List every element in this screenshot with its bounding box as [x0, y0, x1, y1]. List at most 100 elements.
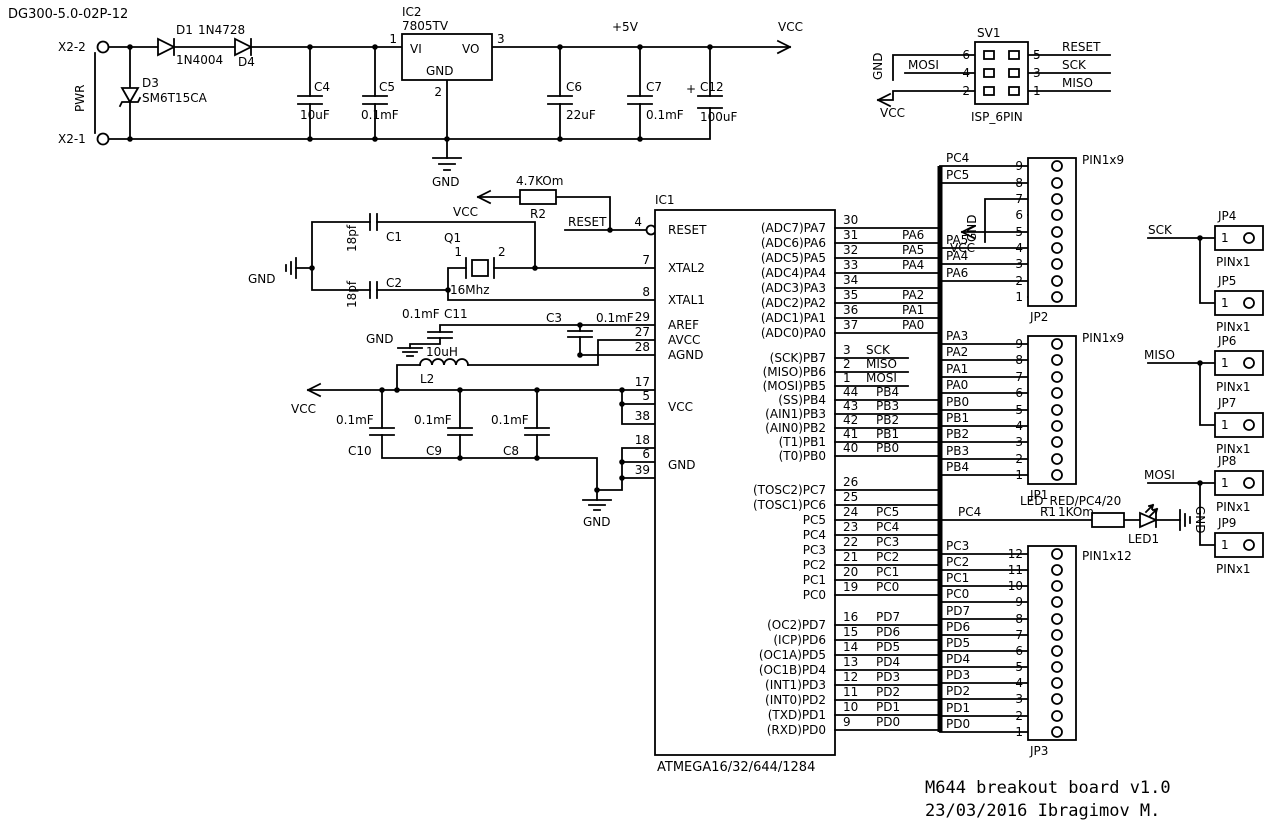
svg-text:2: 2 — [843, 357, 851, 371]
svg-text:26: 26 — [843, 475, 858, 489]
sv1-pads — [983, 50, 1020, 96]
svg-text:MOSI: MOSI — [866, 371, 897, 385]
pin-num-isp-6: 6 — [962, 48, 970, 62]
power-wires — [94, 38, 791, 159]
svg-text:PA4: PA4 — [902, 258, 924, 272]
svg-text:(AIN0)PB2: (AIN0)PB2 — [765, 421, 826, 435]
net-label-jp2-pc5: PC5 — [946, 168, 969, 182]
label-gnd-mcu: GND — [583, 515, 611, 529]
net-label-jp3-pd7: PD7 — [946, 604, 970, 618]
svg-text:40: 40 — [843, 441, 858, 455]
pin-num-29: 29 — [635, 310, 650, 324]
svg-text:(OC1B)PD4: (OC1B)PD4 — [759, 663, 826, 677]
jp3-pin-2: 2 — [1015, 709, 1023, 723]
svg-text:(ADC1)PA1: (ADC1)PA1 — [761, 311, 826, 325]
pin-num-ic2-out: 3 — [497, 32, 505, 46]
label-c4-value: 10uF — [300, 108, 330, 122]
pin-name-gnd: GND — [668, 458, 696, 472]
pin-num-17: 17 — [635, 375, 650, 389]
label-q1-freq: 16Mhz — [450, 283, 490, 297]
jp3-pin-3: 3 — [1015, 692, 1023, 706]
svg-text:(ADC0)PA0: (ADC0)PA0 — [761, 326, 826, 340]
jp2-connector: 9 8 7 6 5 4 3 2 1 PC4 PC5 GND VCC PA5 PA… — [939, 151, 1124, 324]
svg-text:(OC1A)PD5: (OC1A)PD5 — [759, 648, 826, 662]
label-ic2-value: 7805TV — [402, 19, 449, 33]
label-jp3: JP3 — [1029, 744, 1048, 758]
label-gnd-c11: GND — [366, 332, 394, 346]
label-c12-value: 100uF — [700, 110, 738, 124]
jp8-pin-1: 1 — [1221, 476, 1229, 490]
pin-num-39: 39 — [635, 463, 650, 477]
label-c7: C7 — [646, 80, 662, 94]
svg-text:(SS)PB4: (SS)PB4 — [778, 393, 826, 407]
svg-text:PC1: PC1 — [803, 573, 826, 587]
svg-text:10: 10 — [843, 700, 858, 714]
pin-name-xtal2: XTAL2 — [668, 261, 705, 275]
mcu-right-wires — [834, 227, 941, 731]
svg-text:PA5: PA5 — [902, 243, 924, 257]
svg-text:PD4: PD4 — [876, 655, 900, 669]
svg-text:PD3: PD3 — [876, 670, 900, 684]
tvs-d3-bar — [118, 96, 142, 108]
net-label-isp-reset: RESET — [1062, 40, 1101, 54]
jp2-pin-4: 4 — [1015, 241, 1023, 255]
pin-num-isp-2: 2 — [962, 84, 970, 98]
analog-wires — [396, 324, 656, 391]
svg-text:(T0)PB0: (T0)PB0 — [779, 449, 826, 463]
label-jp6: JP6 — [1217, 334, 1236, 348]
svg-text:20: 20 — [843, 565, 858, 579]
label-jp6-type: PINx1 — [1216, 380, 1251, 394]
label-led-note: LED_RED/PC4/20 — [1020, 494, 1121, 508]
ic2-body — [401, 33, 493, 81]
pin-num-q1-2: 2 — [498, 245, 506, 259]
label-l2: L2 — [420, 372, 434, 386]
net-label-jp3-pc1: PC1 — [946, 571, 969, 585]
net-label-jp1-pa3: PA3 — [946, 329, 968, 343]
label-r2: R2 — [530, 207, 546, 221]
svg-text:42: 42 — [843, 413, 858, 427]
pin-num-ic2-gnd: 2 — [434, 85, 442, 99]
svg-text:PC0: PC0 — [803, 588, 826, 602]
net-label-jp1-pb2: PB2 — [946, 427, 969, 441]
label-c2-value: 18pf — [345, 280, 359, 308]
led1-symbol — [1139, 511, 1159, 529]
svg-text:31: 31 — [843, 228, 858, 242]
led-section: PC4 LED_RED/PC4/20 R1 1KOm LED1 GND — [939, 494, 1207, 546]
jp9-body — [1214, 532, 1264, 558]
svg-text:PD5: PD5 — [876, 640, 900, 654]
svg-text:MISO: MISO — [866, 357, 897, 371]
net-label-jp3-pd5: PD5 — [946, 636, 970, 650]
svg-text:13: 13 — [843, 655, 858, 669]
jp3-pin-4: 4 — [1015, 676, 1023, 690]
pin-num-38: 38 — [635, 409, 650, 423]
svg-text:PA1: PA1 — [902, 303, 924, 317]
svg-text:1: 1 — [843, 371, 851, 385]
label-ic2-vo: VO — [462, 42, 479, 56]
net-label-isp-vcc: VCC — [880, 106, 905, 120]
led-wires — [939, 512, 1181, 528]
jp1-pin-2: 2 — [1015, 452, 1023, 466]
jp7-pin-1: 1 — [1221, 418, 1229, 432]
sheet-title: DG300-5.0-02P-12 — [8, 7, 128, 22]
net-label-jp2-pa6: PA6 — [946, 266, 968, 280]
label-ic2: IC2 — [402, 5, 422, 19]
mcu-body — [654, 209, 836, 756]
svg-text:PB2: PB2 — [876, 413, 899, 427]
label-gnd-ic2: GND — [432, 175, 460, 189]
label-c10: C10 — [348, 444, 372, 458]
label-jp8-type: PINx1 — [1216, 500, 1251, 514]
pin-num-ic2-in: 1 — [389, 32, 397, 46]
net-label-reset: RESET — [568, 215, 607, 229]
label-gnd-xtal: GND — [248, 272, 276, 286]
reset-section: VCC 4.7KOm R2 RESET — [453, 174, 657, 236]
net-label-jp1-pa2: PA2 — [946, 345, 968, 359]
jp9-pin-1: 1 — [1221, 538, 1229, 552]
jp3-body — [1027, 545, 1077, 741]
pin-num-28: 28 — [635, 340, 650, 354]
svg-text:11: 11 — [843, 685, 858, 699]
net-label-jp3-pd2: PD2 — [946, 684, 970, 698]
svg-text:PA0: PA0 — [902, 318, 924, 332]
jp1-pin-6: 6 — [1015, 386, 1023, 400]
isp-wires — [877, 54, 1111, 101]
gnd-symbol-ic2 — [432, 157, 462, 171]
